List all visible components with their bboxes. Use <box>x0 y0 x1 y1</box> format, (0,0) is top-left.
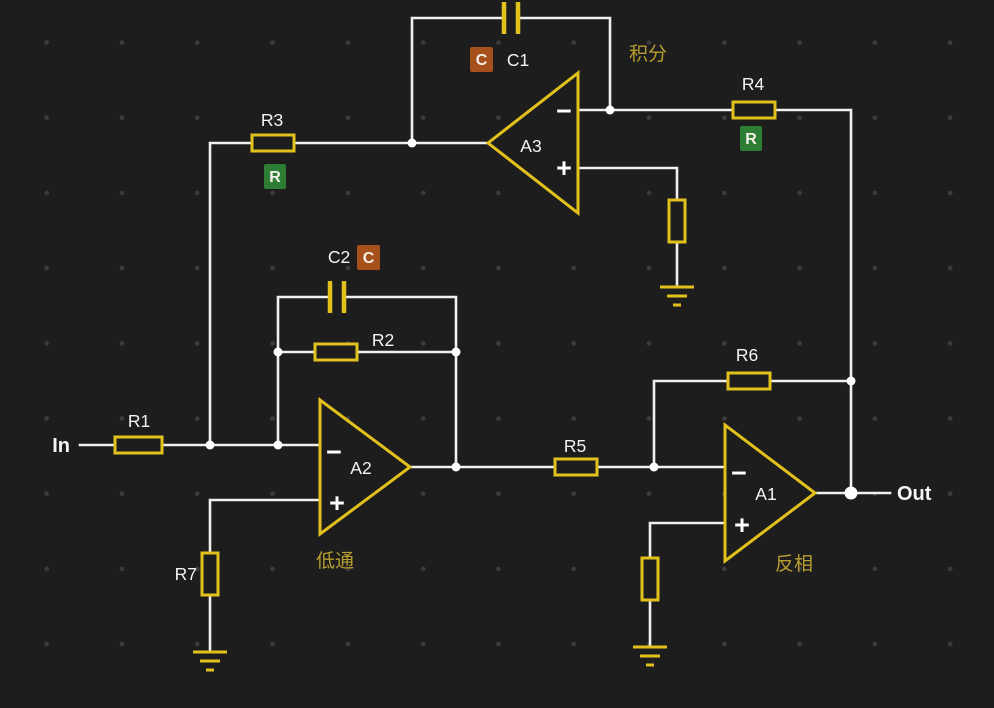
resistor-r7-label: R7 <box>175 564 197 584</box>
wire-a1-noninverting-net[interactable] <box>648 521 727 649</box>
ground-symbol-a3[interactable] <box>660 285 694 307</box>
resistor-r2[interactable] <box>313 342 359 362</box>
badge-resistor-r3[interactable]: R <box>264 164 286 189</box>
badge-capacitor-c2-label: C <box>363 250 375 267</box>
opamp-a2-noninverting-input: + <box>329 488 345 518</box>
wire-a3-inverting-net[interactable] <box>516 16 735 112</box>
ground-symbol-r7[interactable] <box>193 650 227 672</box>
resistor-r6[interactable] <box>726 371 772 391</box>
junction-dot <box>451 347 461 357</box>
opamp-a2-body[interactable] <box>318 397 413 537</box>
badge-resistor-r4-label: R <box>745 131 757 148</box>
opamp-a1-annotation: 反相 <box>775 553 813 575</box>
wire-a1-inverting-net[interactable] <box>595 379 730 469</box>
output-port-label: Out <box>897 483 932 505</box>
opamp-a1-inverting-input: − <box>731 458 747 488</box>
badge-capacitor-c2[interactable]: C <box>357 245 380 270</box>
opamp-a3-annotation: 积分 <box>629 43 667 65</box>
resistor-r5-label: R5 <box>564 436 586 456</box>
junction-dot <box>205 440 215 450</box>
badge-capacitor-c1-label: C <box>476 52 488 69</box>
resistor-a1-ground[interactable] <box>640 556 660 602</box>
junction-dot <box>273 347 283 357</box>
opamp-a3-label: A3 <box>520 136 541 156</box>
junction-dot <box>605 105 615 115</box>
resistor-r4-label: R4 <box>742 74 765 94</box>
resistor-r5[interactable] <box>553 457 599 477</box>
ground-symbol-a1[interactable] <box>633 645 667 667</box>
input-port-label: In <box>52 435 70 457</box>
wire-a2-noninverting-net[interactable] <box>208 498 322 654</box>
junction-dot <box>451 462 461 472</box>
resistor-r3[interactable] <box>250 133 296 153</box>
output-node-dot <box>844 486 858 500</box>
opamp-a3-inverting-input: − <box>556 96 572 126</box>
opamp-a2-annotation: 低通 <box>316 550 354 572</box>
resistor-r7[interactable] <box>200 551 220 597</box>
junction-dot <box>273 440 283 450</box>
opamp-a2-label: A2 <box>350 458 371 478</box>
resistor-r2-label: R2 <box>372 330 394 350</box>
junction-dot <box>846 376 856 386</box>
badge-capacitor-c1[interactable]: C <box>470 47 493 72</box>
resistor-r3-label: R3 <box>261 110 283 130</box>
opamp-a1-noninverting-input: + <box>734 510 750 540</box>
opamp-a1-label: A1 <box>755 484 776 504</box>
capacitor-c1-label: C1 <box>507 50 529 70</box>
resistor-a3-ground[interactable] <box>667 198 687 244</box>
capacitor-c2-label: C2 <box>328 247 350 267</box>
resistor-r1[interactable] <box>113 435 164 455</box>
capacitor-c2[interactable] <box>327 281 347 313</box>
opamp-a3-noninverting-input: + <box>556 153 572 183</box>
opamp-a1-body[interactable] <box>723 421 818 565</box>
resistor-r4[interactable] <box>731 100 777 120</box>
wire-a3-noninverting-net[interactable] <box>576 166 679 289</box>
wire-a3-output-net[interactable] <box>292 16 506 145</box>
opamp-a2-inverting-input: − <box>326 437 342 467</box>
badge-resistor-r3-label: R <box>269 169 281 186</box>
opamp-a3-body[interactable] <box>485 69 580 217</box>
wire-summing-node-net[interactable] <box>160 141 332 447</box>
resistor-r1-label: R1 <box>128 411 150 431</box>
resistor-r6-label: R6 <box>736 345 758 365</box>
junction-dot <box>407 138 417 148</box>
wire-a2-feedback-net[interactable] <box>342 295 557 469</box>
capacitor-c1[interactable] <box>501 2 521 34</box>
wire-a1-output-net[interactable] <box>768 108 892 495</box>
badge-resistor-r4[interactable]: R <box>740 126 762 151</box>
junction-dot <box>649 462 659 472</box>
